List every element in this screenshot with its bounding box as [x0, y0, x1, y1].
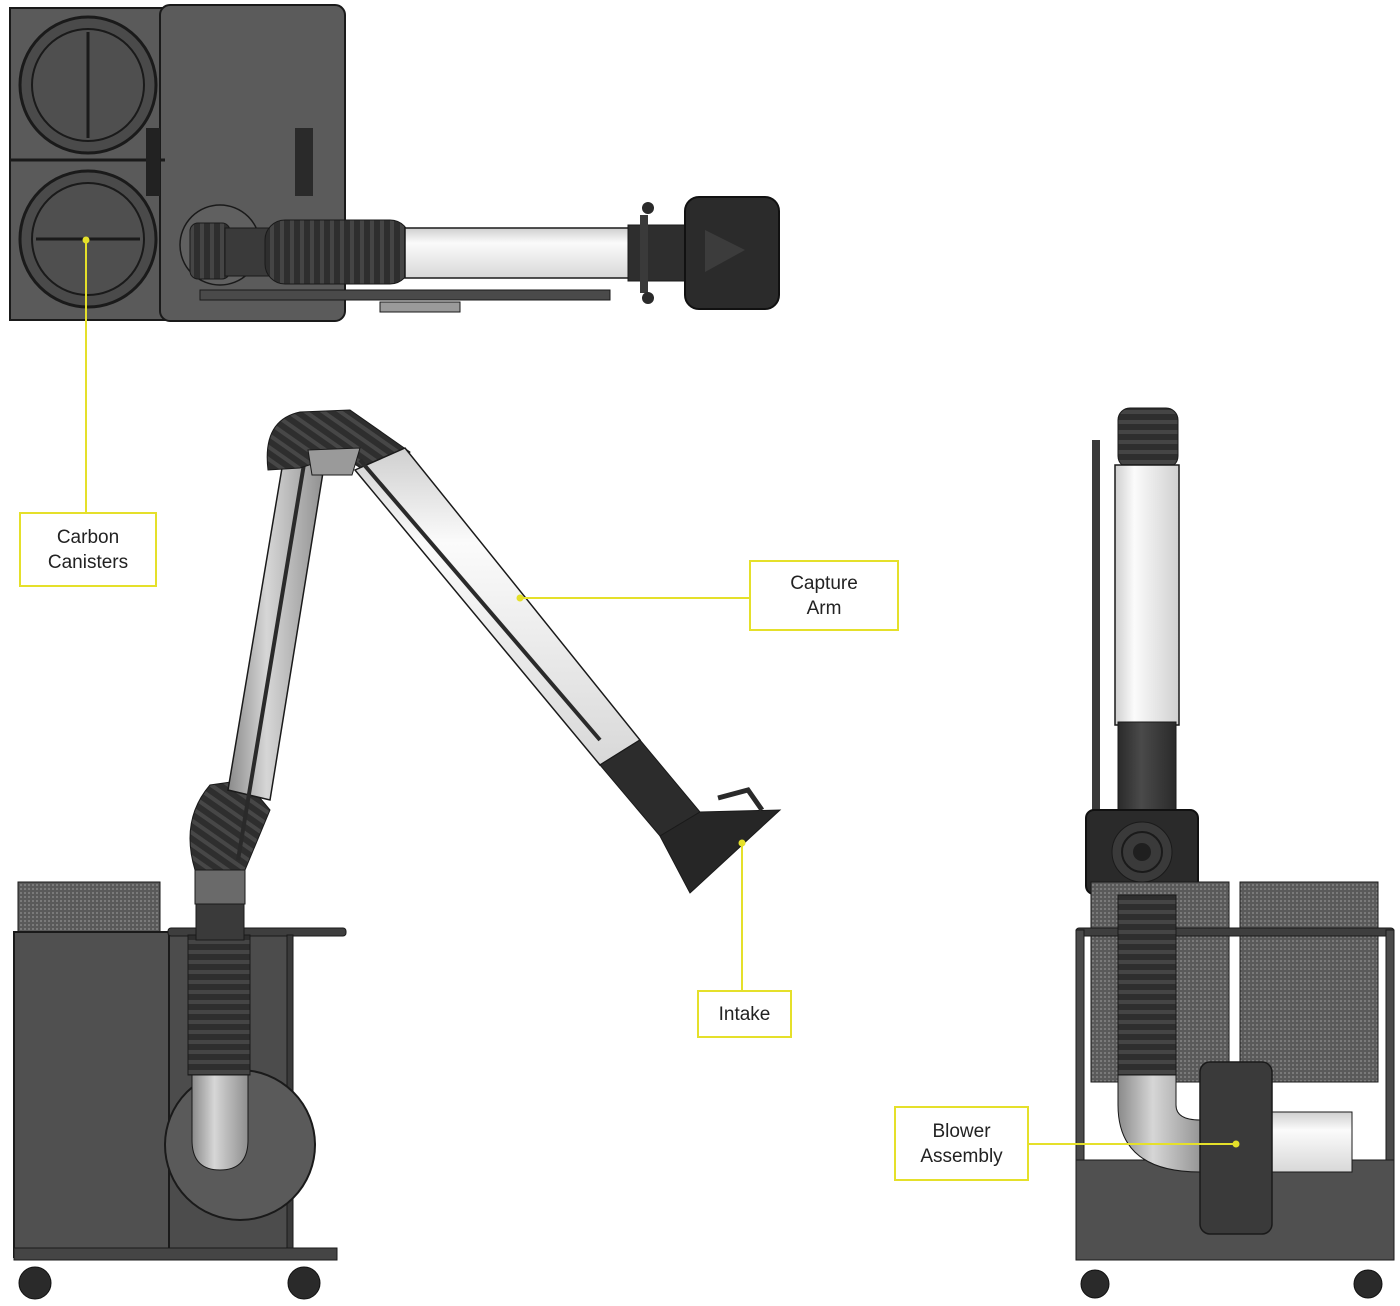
blower-assembly-label-line1: Blower	[932, 1120, 991, 1142]
carbon-canister-top-1	[18, 15, 158, 155]
blower-assembly-anchor	[1232, 1140, 1240, 1148]
carbon-canisters-label-line2: Canisters	[47, 551, 129, 573]
capture-arm-label-line2: Arm	[806, 597, 842, 619]
carbon-canisters-anchor	[82, 236, 90, 244]
capture-arm-label-line1: Capture	[790, 572, 858, 594]
intake-callout: Intake	[697, 990, 792, 1038]
intake-label: Intake	[718, 1003, 771, 1025]
top-view	[9, 4, 780, 322]
front-view	[1075, 407, 1395, 1261]
blower-assembly-label-line2: Assembly	[920, 1145, 1003, 1167]
callout-leaders	[85, 240, 1236, 1145]
capture-arm-anchor	[516, 594, 524, 602]
intake-anchor	[738, 839, 746, 847]
callout-anchor-dots	[82, 236, 1240, 1148]
casters	[18, 1266, 1383, 1300]
carbon-canisters-label-line1: Carbon	[56, 526, 120, 548]
side-view	[13, 409, 782, 1261]
